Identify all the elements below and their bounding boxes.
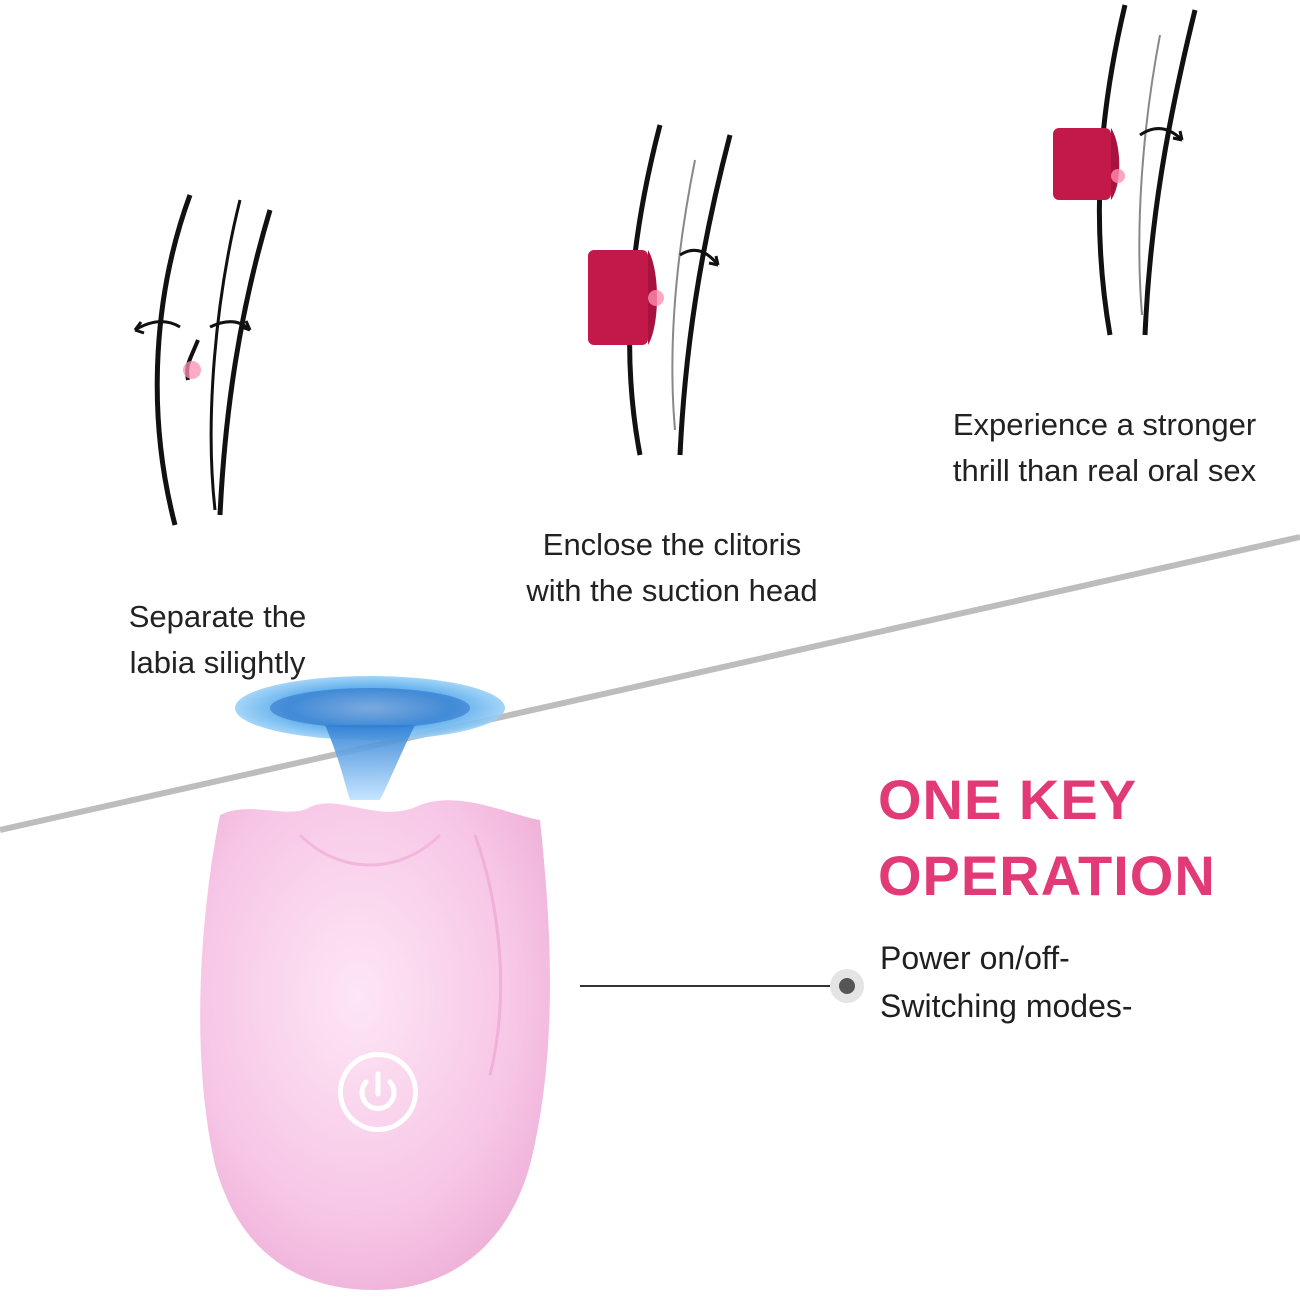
- step1-caption-line2: labia silightly: [129, 645, 306, 680]
- step2-caption-line1: Enclose the clitoris: [542, 527, 802, 562]
- step3-caption-line2: thrill than real oral sex: [952, 453, 1257, 488]
- step2-illustration: [588, 124, 733, 456]
- step1-caption: Separate the labia silightly: [75, 594, 360, 686]
- step3-illustration: [1053, 4, 1198, 336]
- step3-caption: Experience a stronger thrill than real o…: [922, 402, 1287, 494]
- callout-dot: [830, 969, 864, 1003]
- feature-title-line2: OPERATION: [878, 844, 1216, 907]
- step1-illustration: [133, 194, 273, 526]
- feature-note-line2: Switching modes-: [880, 988, 1133, 1024]
- feature-title: ONE KEY OPERATION: [878, 762, 1216, 914]
- power-button[interactable]: [338, 1052, 418, 1132]
- step3-caption-line1: Experience a stronger: [952, 407, 1257, 442]
- step2-caption: Enclose the clitoris with the suction he…: [492, 522, 852, 614]
- callout-dot-center: [839, 978, 855, 994]
- callout-line: [580, 985, 830, 987]
- feature-note-line1: Power on/off-: [880, 940, 1070, 976]
- power-icon: [359, 1071, 397, 1112]
- water-splash-image: [235, 676, 505, 800]
- step2-caption-line2: with the suction head: [526, 573, 818, 608]
- step1-caption-line1: Separate the: [128, 599, 307, 634]
- feature-note: Power on/off- Switching modes-: [880, 934, 1133, 1030]
- feature-title-line1: ONE KEY: [878, 768, 1138, 831]
- rose-product-image: [200, 800, 550, 1290]
